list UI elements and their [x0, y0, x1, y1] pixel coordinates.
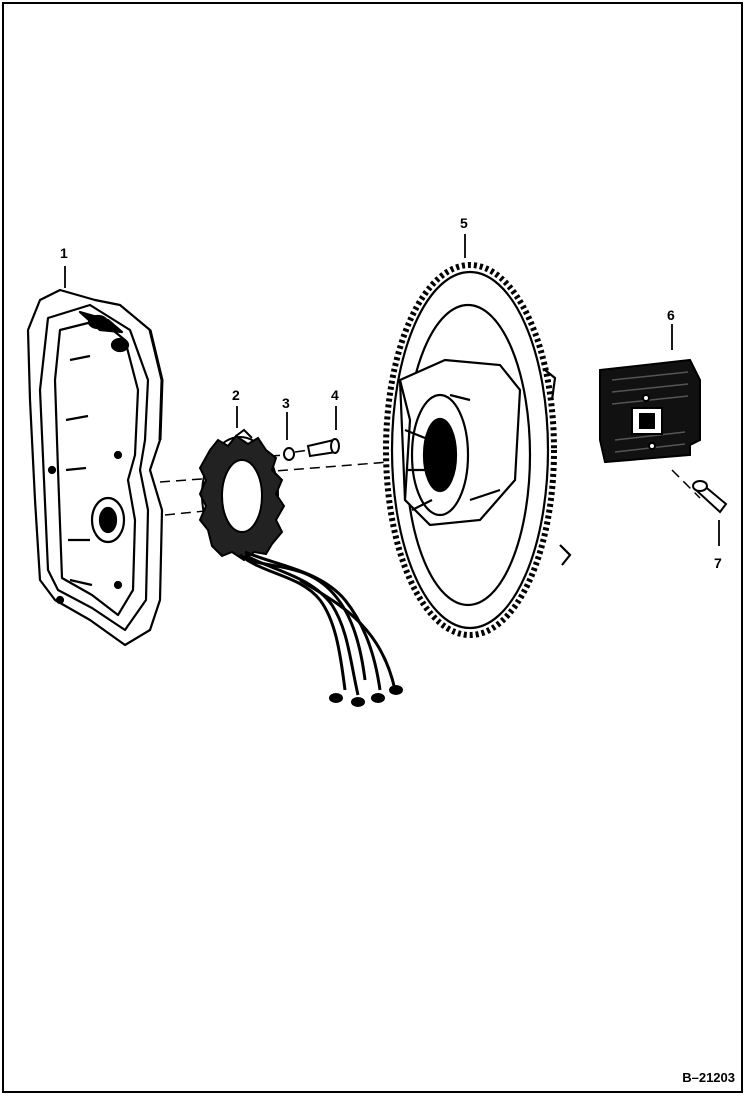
bolt-part-7 [692, 480, 728, 514]
callout-4: 4 [331, 387, 339, 403]
callout-3: 3 [282, 395, 290, 411]
callout-6: 6 [667, 307, 675, 323]
regulator-part [599, 358, 701, 464]
callout-5: 5 [460, 215, 468, 231]
bolt-part-4 [306, 438, 340, 458]
callout-1: 1 [60, 245, 68, 261]
stator-part [198, 428, 403, 707]
flywheel-part [383, 262, 572, 638]
washer-part [283, 447, 295, 461]
callout-7: 7 [714, 555, 722, 571]
housing-part [26, 288, 164, 647]
leader-lines [64, 234, 720, 546]
figure-id-label: B–21203 [682, 1070, 735, 1085]
callout-2: 2 [232, 387, 240, 403]
